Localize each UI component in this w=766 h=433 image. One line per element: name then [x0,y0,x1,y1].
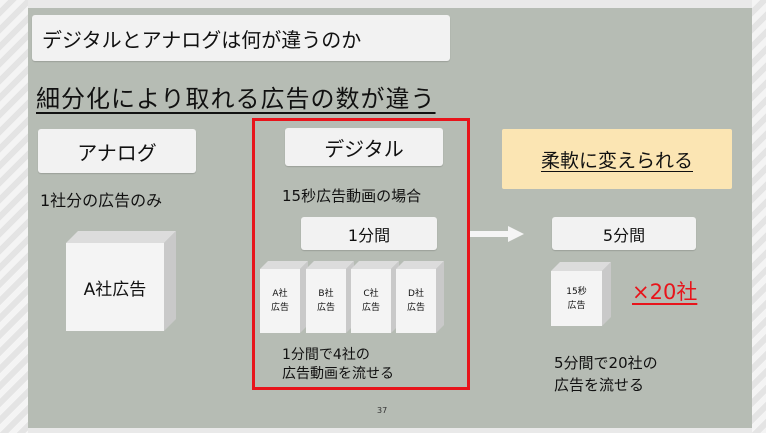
flexible-headline-box: 柔軟に変えられる [502,129,732,189]
analog-block-label: A社広告 [83,279,147,300]
block-c-text: 広告 [361,303,380,313]
digital-result-line1: 1分間で4社の [282,347,370,363]
block-d-text: 広告 [406,303,425,313]
digital-ad-block-c: C社 広告 [351,261,399,333]
digital-ad-block-b: B社 広告 [306,261,354,333]
block-b-text: 広告 [316,303,335,313]
slide: デジタルとアナログは何が違うのか 細分化により取れる広告の数が違う アナログ 1… [28,8,752,428]
digital-label: デジタル [324,136,404,161]
page-number: 37 [377,406,388,415]
digital-highlight-frame [252,118,470,390]
digital-label-box: デジタル [285,128,443,166]
block-c-company: C社 [363,289,379,299]
slide-subtitle: 細分化により取れる広告の数が違う [36,85,436,113]
left-frame-pattern [0,0,28,433]
digital-note: 15秒広告動画の場合 [282,187,422,205]
flexible-result-line2: 広告を流せる [554,376,645,394]
analog-label: アナログ [77,140,157,165]
digital-ad-block-d: D社 広告 [396,261,444,333]
block-b-company: B社 [318,289,334,299]
analog-label-box: アナログ [38,129,196,173]
right-arrow-icon [470,226,524,242]
flexible-ad-block: 15秒 広告 [551,262,611,326]
digital-duration: 1分間 [347,225,391,245]
slide-title: デジタルとアナログは何が違うのか [42,27,362,52]
digital-duration-box: 1分間 [301,217,437,250]
flexible-result-line1: 5分間で20社の [554,354,658,372]
flexible-duration-box: 5分間 [552,217,696,250]
flexible-block-line2: 広告 [567,300,586,311]
right-frame-pattern [752,0,766,433]
flexible-headline: 柔軟に変えられる [540,149,693,172]
block-a-text: 広告 [270,303,289,313]
digital-result: 1分間で4社の 広告動画を流せる [282,346,394,384]
flexible-duration: 5分間 [602,225,646,245]
flexible-result: 5分間で20社の 広告を流せる [554,352,658,396]
analog-ad-block: A社広告 [66,231,176,331]
analog-note: 1社分の広告のみ [40,191,163,210]
flexible-block-line1: 15秒 [566,286,587,297]
digital-result-line2: 広告動画を流せる [282,366,394,382]
block-a-company: A社 [272,289,288,299]
slide-title-box: デジタルとアナログは何が違うのか [32,15,450,61]
digital-ad-block-a: A社 広告 [260,261,308,333]
block-d-company: D社 [408,289,424,299]
multiplier-text: ×20社 [632,280,698,304]
